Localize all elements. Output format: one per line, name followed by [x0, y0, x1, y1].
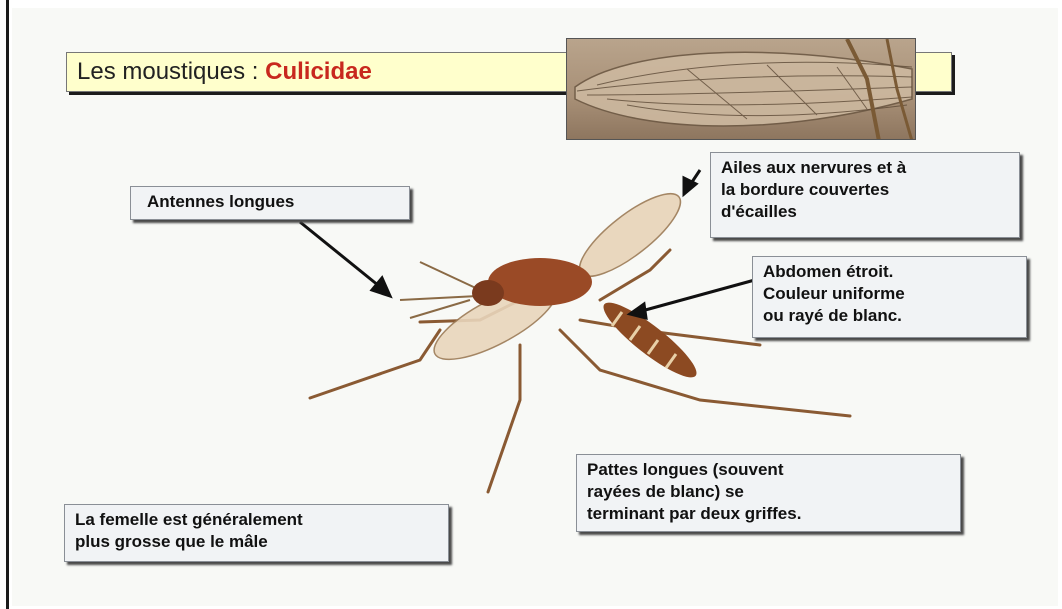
callout-pattes-line-2: rayées de blanc) se — [587, 481, 950, 503]
callout-abdomen-line-2: Couleur uniforme — [763, 283, 1016, 305]
callout-pattes-line-3: terminant par deux griffes. — [587, 503, 950, 525]
callout-femelle-line-2: plus grosse que le mâle — [75, 531, 438, 553]
callout-ailes-line-1: Ailes aux nervures et à — [721, 157, 1009, 179]
callout-abdomen-line-3: ou rayé de blanc. — [763, 305, 1016, 327]
callout-ailes-line-2: la bordure couvertes — [721, 179, 1009, 201]
mosquito-antennae — [400, 262, 480, 318]
callout-femelle: La femelle est généralement plus grosse … — [64, 504, 449, 562]
callout-ailes-line-3: d'écailles — [721, 201, 1009, 223]
mosquito-thorax — [488, 258, 592, 306]
callout-femelle-line-1: La femelle est généralement — [75, 509, 438, 531]
callout-abdomen: Abdomen étroit. Couleur uniforme ou rayé… — [752, 256, 1027, 338]
mosquito-head — [472, 280, 504, 306]
callout-antennes: Antennes longues — [130, 186, 410, 220]
callout-ailes: Ailes aux nervures et à la bordure couve… — [710, 152, 1020, 238]
callout-pattes: Pattes longues (souvent rayées de blanc)… — [576, 454, 961, 532]
callout-pattes-line-1: Pattes longues (souvent — [587, 459, 950, 481]
callout-antennes-text: Antennes longues — [147, 191, 399, 213]
callout-abdomen-line-1: Abdomen étroit. — [763, 261, 1016, 283]
